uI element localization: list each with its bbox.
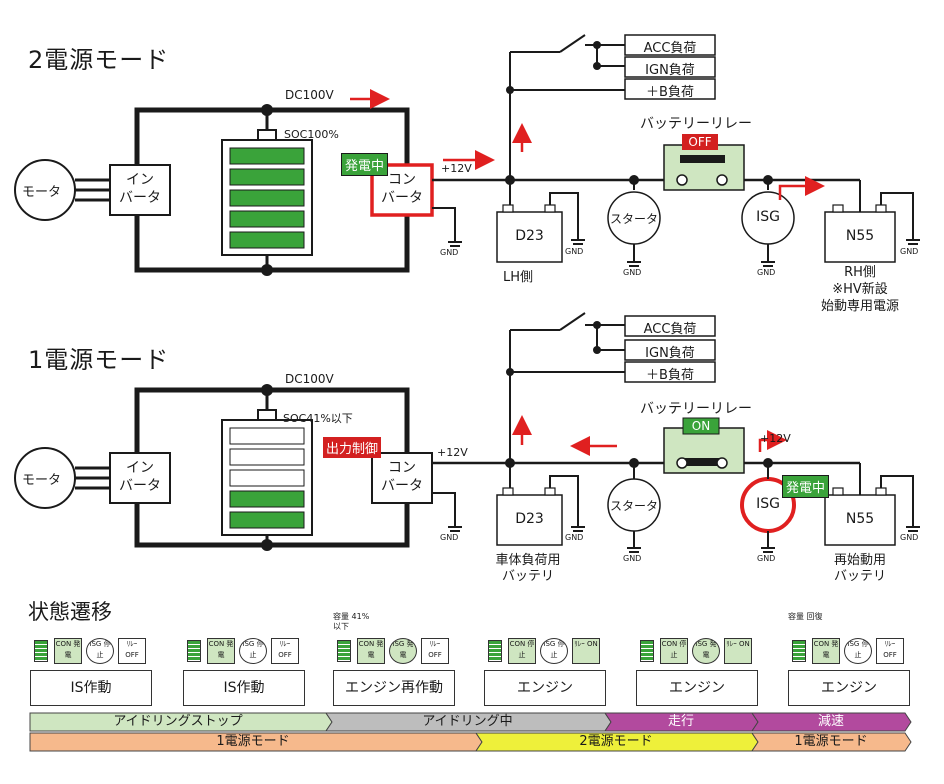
converter-status-icon: CON 発電 (54, 638, 82, 664)
mode1-gnd-conv: GND (440, 533, 459, 542)
mode1-relay-label: バッテリーリレー (640, 401, 752, 417)
mode1-n55: N55 (845, 511, 875, 527)
mode2-gen-badge: 発電中 (341, 153, 389, 176)
mode2-relay-label: バッテリーリレー (640, 116, 752, 132)
mode1-load-b: ＋B負荷 (646, 368, 694, 383)
mode2-load-ign: IGN負荷 (645, 63, 695, 78)
mode1-inverter: インバータ (119, 460, 161, 494)
mode2-gnd-starter: GND (623, 268, 642, 277)
state-box: エンジン (484, 670, 606, 706)
mode1-relay-state: ON (691, 419, 711, 433)
relay-status-icon: ﾘﾚｰ OFF (271, 638, 299, 664)
isg-status-icon: ISG 発電 (389, 638, 417, 664)
relay-status-icon: ﾘﾚｰ OFF (118, 638, 146, 664)
mode1-dc-label: DC100V (285, 372, 334, 386)
mode1-gnd-n55: GND (900, 533, 919, 542)
state-box: IS作動 (183, 670, 305, 706)
battery-icon (792, 640, 806, 662)
converter-status-icon: CON 発電 (357, 638, 385, 664)
mode1-gnd-isg: GND (757, 554, 776, 563)
mode2-soc-label: SOC100% (284, 128, 339, 141)
mode1-12v: +12V (437, 446, 468, 459)
mode2-lh-label: LH側 (503, 270, 534, 285)
bar1-idle-stop: アイドリングストップ (113, 714, 243, 729)
mode1-load-ign: IGN負荷 (645, 346, 695, 361)
mode1-right-batt-label: 再始動用バッテリ (833, 553, 886, 584)
mode2-dc-label: DC100V (285, 88, 334, 102)
battery-icon (187, 640, 201, 662)
isg-status-icon: ISG 停止 (540, 638, 568, 664)
converter-status-icon: CON 発電 (207, 638, 235, 664)
state-box: エンジン (636, 670, 758, 706)
mode2-inverter: インバータ (119, 172, 161, 206)
battery-icon (640, 640, 654, 662)
mode1-motor: モータ (22, 473, 62, 488)
bar1-driving: 走行 (667, 714, 694, 729)
battery-icon (337, 640, 351, 662)
converter-status-icon: CON 停止 (660, 638, 688, 664)
mode2-gnd-d23: GND (565, 247, 584, 256)
isg-status-icon: ISG 停止 (86, 638, 114, 664)
relay-status-icon: ﾘﾚｰ ON (572, 638, 600, 664)
mode1-gen-badge: 発電中 (782, 475, 830, 498)
mode2-title: 2電源モード (28, 46, 170, 74)
mode2-isg: ISG (756, 209, 780, 225)
mode1-gnd-starter: GND (623, 554, 642, 563)
state-box: エンジン再作動 (333, 670, 455, 706)
bar2-mode2: 2電源モード (579, 734, 653, 749)
isg-status-icon: ISG 発電 (692, 638, 720, 664)
mode1-12v-right: +12V (760, 432, 791, 445)
mode2-12v: +12V (441, 162, 472, 175)
state-box: エンジン (788, 670, 910, 706)
bar1-decel: 減速 (817, 714, 844, 729)
bar2-mode1-a: 1電源モード (216, 734, 290, 749)
mode2-converter: コンバータ (381, 172, 423, 206)
mode2-motor: モータ (22, 185, 62, 200)
state-note: 容量 41%以下 (333, 612, 370, 631)
relay-status-icon: ﾘﾚｰ OFF (876, 638, 904, 664)
converter-status-icon: CON 発電 (812, 638, 840, 664)
mode2-gnd-isg: GND (757, 268, 776, 277)
mode2-d23: D23 (515, 228, 544, 244)
isg-status-icon: ISG 停止 (239, 638, 267, 664)
mode1-title: 1電源モード (28, 346, 170, 374)
mode1-starter: スタータ (609, 499, 658, 513)
mode2-relay-state: OFF (688, 135, 712, 149)
mode1-d23: D23 (515, 511, 544, 527)
mode1-load-acc: ACC負荷 (643, 322, 697, 337)
mode2-starter: スタータ (609, 212, 658, 226)
mode2-rh-label: RH側※HV新設始動専用電源 (820, 265, 899, 314)
state-note: 容量 回復 (788, 612, 823, 621)
mode1-isg: ISG (756, 496, 780, 512)
mode2-load-acc: ACC負荷 (643, 41, 697, 56)
mode1-soc-label: SOC41%以下 (283, 412, 353, 425)
state-box: IS作動 (30, 670, 152, 706)
mode2-n55: N55 (845, 228, 875, 244)
converter-status-icon: CON 停止 (508, 638, 536, 664)
relay-status-icon: ﾘﾚｰ ON (724, 638, 752, 664)
mode1-left-batt-label: 車体負荷用バッテリ (495, 553, 561, 584)
bar1-idling: アイドリング中 (422, 714, 513, 729)
mode1-out-badge: 出力制御 (323, 437, 382, 458)
battery-icon (488, 640, 502, 662)
bar2-mode1-b: 1電源モード (794, 734, 868, 749)
mode2-load-b: ＋B負荷 (646, 85, 694, 100)
mode1-gnd-d23: GND (565, 533, 584, 542)
relay-status-icon: ﾘﾚｰ OFF (421, 638, 449, 664)
battery-icon (34, 640, 48, 662)
transition-title: 状態遷移 (28, 600, 112, 624)
mode2-gnd-conv: GND (440, 248, 459, 257)
mode1-converter: コンバータ (381, 460, 423, 494)
isg-status-icon: ISG 停止 (844, 638, 872, 664)
mode2-gnd-n55: GND (900, 247, 919, 256)
